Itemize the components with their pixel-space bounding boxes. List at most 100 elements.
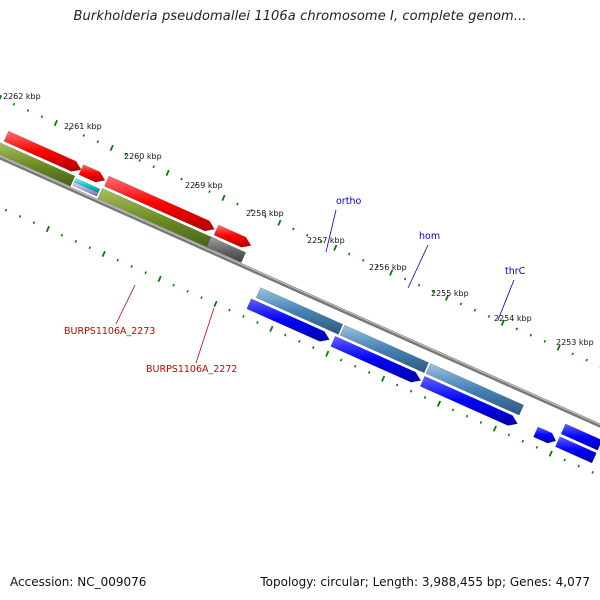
cds-reverse-6 — [560, 423, 600, 451]
inner-track-tick — [116, 258, 119, 262]
outer-track-tick — [250, 208, 253, 212]
inner-track-tick — [144, 271, 147, 275]
outer-track-tick — [152, 165, 155, 169]
tick-label-2257: 2257 kbp — [307, 236, 345, 245]
outer-track-tick — [431, 290, 435, 293]
inner-track-tick — [256, 321, 259, 325]
inner-track-tick — [186, 289, 189, 293]
inner-track-tick — [381, 375, 386, 382]
cds-reverse-ortho — [246, 298, 330, 342]
inner-track-tick — [88, 246, 92, 250]
inner-track-tick — [577, 464, 580, 468]
inner-track-tick — [535, 445, 539, 449]
label-leaders — [115, 209, 515, 364]
leader-burps2272 — [195, 307, 215, 364]
outer-track-tick — [306, 233, 309, 237]
inner-track-tick — [269, 325, 274, 332]
inner-track-tick — [74, 240, 78, 243]
inner-track-tick — [4, 208, 8, 212]
leader-thrC — [497, 279, 515, 321]
inner-track-tick — [353, 364, 357, 368]
outer-track-tick — [109, 144, 114, 152]
leader-hom — [407, 244, 429, 289]
outer-track-tick — [487, 315, 491, 318]
inner-track-tick — [591, 470, 594, 474]
gene-label-thrC: thrC — [505, 266, 526, 277]
tick-label-2262: 2262 kbp — [3, 92, 41, 101]
inner-track-tick — [200, 296, 203, 300]
tick-tracks — [0, 94, 600, 474]
outer-track-tick — [515, 327, 519, 331]
tick-label-2260: 2260 kbp — [124, 152, 162, 161]
backbone-highlight — [0, 155, 600, 426]
gene-reverse-ortho — [255, 287, 344, 335]
tick-label-2258: 2258 kbp — [246, 209, 284, 218]
outer-track-tick — [375, 265, 379, 268]
outer-track-tick — [320, 240, 323, 243]
gene-label-burps1106a-2272: BURPS1106A_2272 — [146, 364, 237, 375]
inner-track-tick — [451, 408, 455, 412]
inner-track-tick — [521, 439, 525, 443]
gene-reverse-thrC — [425, 363, 524, 416]
rna-feature — [74, 177, 101, 194]
outer-track-tick — [543, 339, 547, 343]
inner-track-tick — [507, 433, 511, 437]
inner-track-tick — [32, 221, 36, 225]
map-title: Burkholderia pseudomallei 1106a chromoso… — [73, 9, 527, 24]
outer-track-tick — [556, 344, 561, 351]
accession-text: Accession: NC_009076 — [10, 575, 147, 589]
outer-track-tick — [138, 158, 141, 162]
cds-reverse-thrC — [419, 375, 518, 426]
inner-track-tick — [423, 396, 427, 399]
outer-track-tick — [444, 294, 450, 301]
inner-track-tick — [18, 215, 22, 218]
leader-burps2273 — [115, 284, 136, 325]
cds-forward-4 — [213, 224, 252, 248]
inner-track-tick — [172, 283, 175, 287]
inner-track-tick — [367, 371, 371, 374]
outer-track-tick — [264, 215, 267, 219]
outer-track-tick — [417, 283, 421, 287]
tick-label-2254: 2254 kbp — [494, 314, 532, 323]
gene-forward-1 — [0, 142, 76, 187]
pseudo-gene — [206, 236, 247, 263]
outer-track-tick — [459, 302, 463, 306]
outer-track-tick — [348, 252, 351, 256]
inner-track-tick — [312, 346, 315, 349]
gene-features — [0, 130, 600, 464]
outer-track-tick — [12, 102, 16, 106]
gene-label-hom: hom — [419, 231, 440, 242]
outer-track-tick — [500, 319, 505, 326]
inner-track-tick — [45, 225, 50, 233]
cds-forward-2 — [78, 164, 106, 183]
outer-track-tick — [0, 94, 3, 101]
inner-track-tick — [242, 314, 245, 318]
outer-track-tick — [124, 152, 127, 156]
backbone-line — [0, 155, 600, 428]
inner-track-tick — [563, 458, 566, 462]
outer-track-tick — [277, 219, 282, 226]
gene-label-burps1106a-2273: BURPS1106A_2273 — [64, 326, 155, 337]
tick-label-2259: 2259 kbp — [185, 181, 223, 190]
outer-track-tick — [40, 115, 44, 119]
cds-reverse-5 — [533, 426, 557, 444]
inner-track-tick — [409, 389, 413, 393]
gene-reverse-hom — [339, 324, 430, 374]
outer-track-tick — [529, 333, 533, 337]
outer-track-tick — [292, 227, 295, 231]
outer-track-tick — [361, 258, 365, 262]
inner-track-tick — [284, 333, 287, 337]
inner-track-tick — [395, 383, 399, 387]
tick-label-2261: 2261 kbp — [64, 122, 102, 131]
inner-track-tick — [101, 250, 106, 258]
outer-track-tick — [473, 308, 477, 312]
inner-track-tick — [157, 275, 162, 282]
inner-track-tick — [298, 339, 301, 343]
cds-reverse-hom — [330, 335, 422, 383]
inner-track-tick — [213, 300, 218, 307]
gene-label-ortho: ortho — [336, 196, 361, 207]
misc-feature — [72, 181, 99, 197]
outer-track-tick — [585, 358, 588, 362]
outer-track-tick — [208, 190, 211, 194]
